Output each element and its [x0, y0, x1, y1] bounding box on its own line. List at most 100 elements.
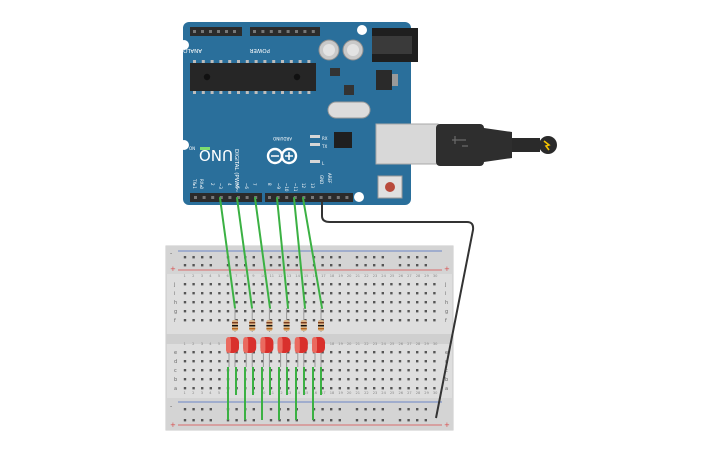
breadboard-hole[interactable]	[433, 369, 436, 372]
rail-hole[interactable]	[381, 419, 384, 422]
rail-hole[interactable]	[192, 419, 195, 422]
rail-hole[interactable]	[330, 419, 333, 422]
breadboard-hole[interactable]	[218, 310, 221, 313]
breadboard-hole[interactable]	[269, 310, 273, 313]
header-pin[interactable]	[228, 196, 232, 199]
rail-hole[interactable]	[398, 264, 402, 267]
header-pin[interactable]	[303, 30, 307, 33]
breadboard-hole[interactable]	[269, 301, 273, 304]
breadboard-hole[interactable]	[304, 283, 307, 286]
header-pin[interactable]	[219, 196, 223, 199]
usb-port[interactable]	[375, 123, 439, 165]
signal-wire[interactable]	[254, 197, 271, 309]
breadboard-hole[interactable]	[278, 283, 281, 286]
signal-wire[interactable]	[302, 197, 323, 309]
breadboard-hole[interactable]	[381, 351, 384, 354]
breadboard-hole[interactable]	[218, 387, 221, 390]
breadboard-hole[interactable]	[261, 319, 264, 322]
rail-hole[interactable]	[381, 256, 384, 259]
breadboard-hole[interactable]	[398, 301, 402, 304]
breadboard-hole[interactable]	[347, 351, 350, 354]
breadboard-hole[interactable]	[252, 292, 255, 295]
breadboard-hole[interactable]	[390, 369, 393, 372]
breadboard-hole[interactable]	[338, 360, 341, 363]
rail-hole[interactable]	[355, 264, 359, 267]
rail-hole[interactable]	[183, 408, 187, 411]
rail-hole[interactable]	[209, 408, 212, 411]
rail-hole[interactable]	[416, 408, 419, 411]
breadboard-hole[interactable]	[355, 283, 359, 286]
rail-hole[interactable]	[373, 264, 376, 267]
breadboard-hole[interactable]	[338, 369, 341, 372]
breadboard-hole[interactable]	[373, 378, 376, 381]
header-pin[interactable]	[328, 196, 332, 199]
breadboard-hole[interactable]	[321, 360, 324, 363]
breadboard-hole[interactable]	[424, 319, 427, 322]
breadboard-hole[interactable]	[416, 369, 419, 372]
breadboard-hole[interactable]	[183, 283, 187, 286]
header-pin[interactable]	[336, 196, 340, 199]
breadboard-hole[interactable]	[218, 319, 221, 322]
breadboard-hole[interactable]	[416, 283, 419, 286]
breadboard-hole[interactable]	[304, 310, 307, 313]
breadboard-hole[interactable]	[304, 387, 307, 390]
breadboard-hole[interactable]	[330, 310, 333, 313]
rail-hole[interactable]	[338, 264, 341, 267]
breadboard-hole[interactable]	[398, 369, 402, 372]
wires[interactable]	[219, 197, 323, 420]
breadboard-hole[interactable]	[218, 301, 221, 304]
breadboard-hole[interactable]	[424, 351, 427, 354]
rail-hole[interactable]	[373, 419, 376, 422]
breadboard-hole[interactable]	[381, 319, 384, 322]
header-pin[interactable]	[276, 196, 280, 199]
breadboard-hole[interactable]	[183, 360, 187, 363]
rail-hole[interactable]	[416, 264, 419, 267]
header-pin[interactable]	[233, 30, 236, 33]
breadboard-hole[interactable]	[201, 387, 204, 390]
breadboard-hole[interactable]	[235, 360, 238, 363]
breadboard-hole[interactable]	[407, 351, 410, 354]
breadboard-hole[interactable]	[235, 292, 238, 295]
breadboard-hole[interactable]	[364, 351, 367, 354]
breadboard-hole[interactable]	[364, 369, 367, 372]
rail-hole[interactable]	[381, 264, 384, 267]
breadboard-hole[interactable]	[373, 310, 376, 313]
breadboard-hole[interactable]	[287, 310, 290, 313]
breadboard-hole[interactable]	[398, 319, 402, 322]
header-pin[interactable]	[345, 196, 349, 199]
header-pin[interactable]	[245, 196, 249, 199]
breadboard-hole[interactable]	[295, 360, 298, 363]
header-pin[interactable]	[286, 30, 290, 33]
header-pin[interactable]	[302, 196, 306, 199]
rail-hole[interactable]	[192, 256, 195, 259]
rail-hole[interactable]	[226, 419, 230, 422]
breadboard-hole[interactable]	[355, 378, 359, 381]
breadboard-hole[interactable]	[287, 369, 290, 372]
rail-hole[interactable]	[209, 256, 212, 259]
breadboard-hole[interactable]	[416, 360, 419, 363]
breadboard-hole[interactable]	[390, 292, 393, 295]
breadboard-hole[interactable]	[287, 378, 290, 381]
rail-hole[interactable]	[312, 419, 316, 422]
breadboard-hole[interactable]	[209, 301, 212, 304]
breadboard-hole[interactable]	[183, 351, 187, 354]
breadboard-hole[interactable]	[381, 360, 384, 363]
signal-wire[interactable]	[236, 197, 253, 309]
rail-hole[interactable]	[338, 408, 341, 411]
rail-hole[interactable]	[321, 256, 324, 259]
header-pin[interactable]	[209, 30, 212, 33]
breadboard-hole[interactable]	[261, 292, 264, 295]
breadboard-hole[interactable]	[407, 301, 410, 304]
breadboard-hole[interactable]	[347, 378, 350, 381]
breadboard-hole[interactable]	[390, 283, 393, 286]
header-pin[interactable]	[293, 196, 297, 199]
breadboard-hole[interactable]	[433, 351, 436, 354]
header-pin[interactable]	[225, 30, 228, 33]
rail-hole[interactable]	[287, 256, 290, 259]
breadboard-hole[interactable]	[416, 310, 419, 313]
rail-hole[interactable]	[407, 419, 410, 422]
breadboard-hole[interactable]	[407, 292, 410, 295]
breadboard-hole[interactable]	[390, 301, 393, 304]
rail-hole[interactable]	[201, 256, 204, 259]
